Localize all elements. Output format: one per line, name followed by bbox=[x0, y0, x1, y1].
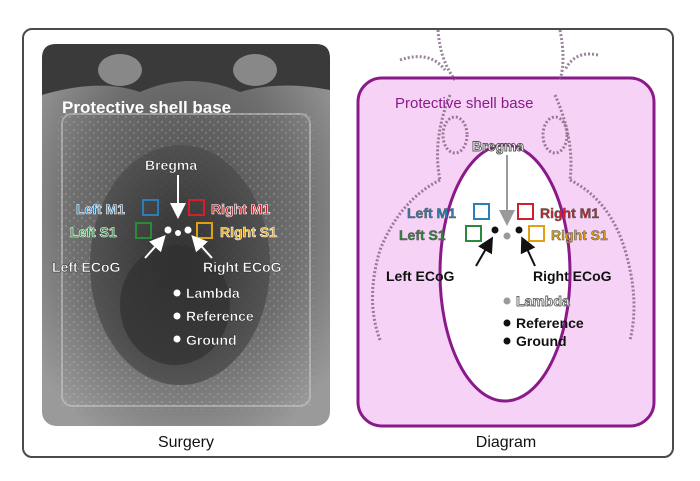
surgery-right-ecog-electrode bbox=[184, 226, 192, 234]
diagram-left-s1-marker bbox=[465, 225, 482, 242]
diagram-shell-label: Protective shell base bbox=[395, 95, 533, 112]
surgery-right-ecog-arrow bbox=[191, 235, 213, 259]
surgery-shell-label: Protective shell base bbox=[62, 98, 231, 117]
surgery-reference-point bbox=[173, 312, 181, 320]
surgery-left-m1-label: Left M1 bbox=[76, 201, 125, 217]
diagram-right-ecog-electrode bbox=[515, 226, 523, 234]
diagram-left-ecog-electrode bbox=[491, 226, 499, 234]
surgery-right-m1-label: Right M1 bbox=[211, 201, 270, 217]
diagram-reference-label: Reference bbox=[516, 315, 584, 331]
diagram-left-m1-marker bbox=[473, 203, 490, 220]
surgery-left-ecog-label: Left ECoG bbox=[52, 259, 121, 275]
surgery-reference-label: Reference bbox=[186, 308, 254, 324]
figure-frame bbox=[22, 28, 674, 458]
surgery-left-s1-marker bbox=[135, 222, 152, 239]
surgery-bregma-label: Bregma bbox=[145, 157, 197, 173]
diagram-right-m1-label: Right M1 bbox=[540, 205, 599, 221]
surgery-ground-point bbox=[173, 335, 181, 343]
diagram-caption: Diagram bbox=[475, 434, 537, 451]
diagram-cranial-window bbox=[438, 143, 572, 403]
surgery-right-ecog-label: Right ECoG bbox=[203, 259, 282, 275]
diagram-bregma-label: Bregma bbox=[472, 138, 524, 154]
surgery-left-ecog-arrow bbox=[144, 235, 166, 259]
diagram-lambda-point bbox=[503, 297, 511, 305]
surgery-left-s1-label: Left S1 bbox=[70, 224, 117, 240]
diagram-left-m1-label: Left M1 bbox=[407, 205, 456, 221]
diagram-left-ecog-label: Left ECoG bbox=[386, 268, 455, 284]
diagram-right-m1-marker bbox=[517, 203, 534, 220]
surgery-ground-label: Ground bbox=[186, 332, 237, 348]
surgery-left-ecog-electrode bbox=[164, 226, 172, 234]
diagram-bregma-point bbox=[503, 232, 511, 240]
surgery-left-m1-marker bbox=[142, 199, 159, 216]
surgery-bregma-point bbox=[175, 230, 181, 236]
diagram-ground-point bbox=[503, 337, 511, 345]
mouse-head-sketch bbox=[371, 29, 636, 341]
surgery-lambda-point bbox=[173, 289, 181, 297]
diagram-left-ecog-arrow bbox=[475, 236, 493, 267]
diagram-ground-label: Ground bbox=[516, 333, 567, 349]
surgery-caption: Surgery bbox=[157, 434, 215, 451]
diagram-left-s1-label: Left S1 bbox=[399, 227, 446, 243]
diagram-right-s1-label: Right S1 bbox=[551, 227, 608, 243]
diagram-reference-point bbox=[503, 319, 511, 327]
diagram-lambda-label: Lambda bbox=[516, 293, 570, 309]
diagram-right-ecog-arrow bbox=[520, 236, 536, 267]
surgery-lambda-label: Lambda bbox=[186, 285, 240, 301]
surgery-photo bbox=[42, 44, 330, 426]
surgery-right-s1-label: Right S1 bbox=[220, 224, 277, 240]
diagram-right-ecog-label: Right ECoG bbox=[533, 268, 612, 284]
diagram-right-s1-marker bbox=[528, 225, 545, 242]
surgery-right-m1-marker bbox=[188, 199, 205, 216]
